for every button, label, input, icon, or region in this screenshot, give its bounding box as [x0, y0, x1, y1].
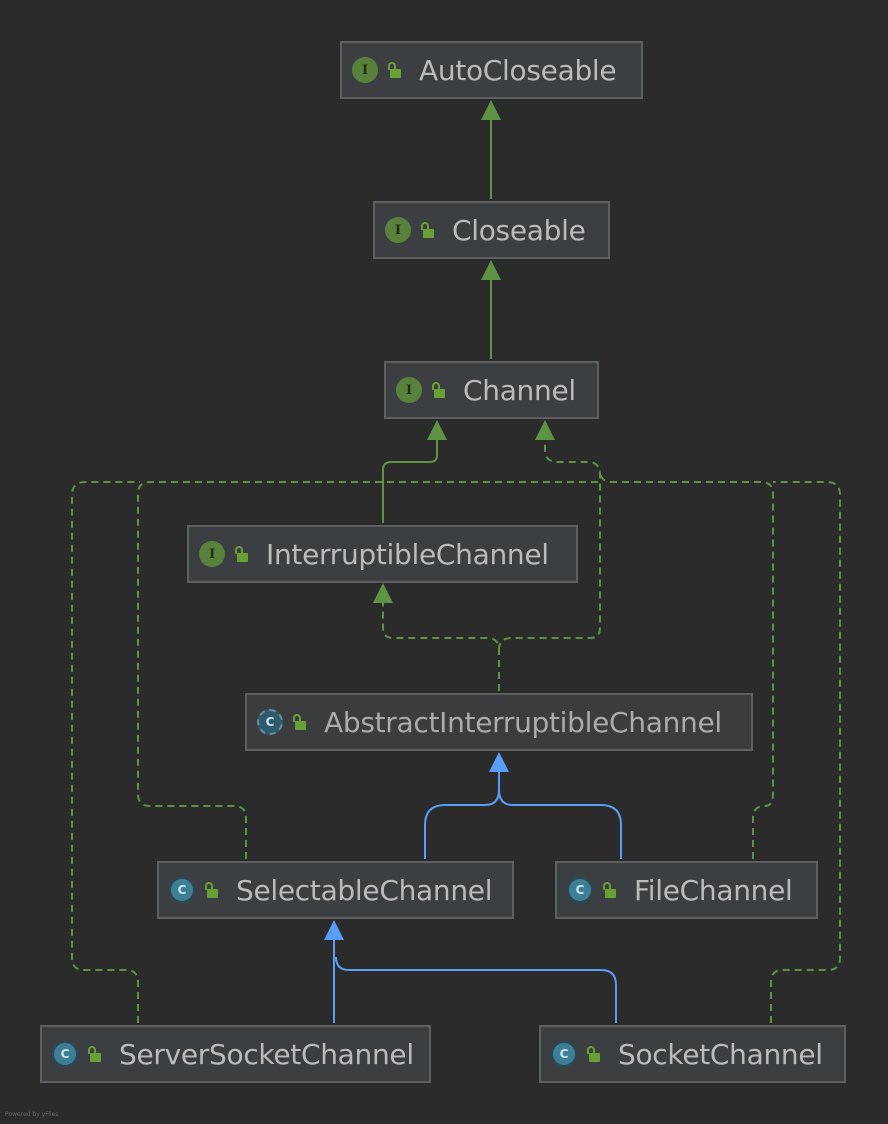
abstract-class-icon: C [257, 709, 283, 735]
node-abstractinterruptiblechannel[interactable]: C AbstractInterruptibleChannel [245, 693, 753, 751]
abstract-class-icon: C [567, 877, 593, 903]
node-channel[interactable]: I Channel [384, 361, 599, 419]
public-lock-icon [586, 1046, 600, 1062]
edge-filechannel-channel [599, 469, 774, 859]
node-label: AbstractInterruptibleChannel [324, 705, 722, 739]
edge-abstractinterruptible-interruptible [373, 583, 500, 691]
interface-icon: I [396, 377, 422, 403]
edge-serversocket-channel [71, 481, 140, 1023]
abstract-class-icon: C [169, 877, 195, 903]
node-label: AutoCloseable [419, 53, 617, 87]
public-lock-icon [292, 714, 306, 730]
node-interruptiblechannel[interactable]: I InterruptibleChannel [187, 525, 578, 583]
public-lock-icon [431, 382, 445, 398]
node-serversocketchannel[interactable]: C ServerSocketChannel [40, 1025, 431, 1083]
public-lock-icon [420, 222, 434, 238]
node-label: Channel [463, 373, 576, 407]
node-filechannel[interactable]: C FileChannel [555, 861, 818, 919]
public-lock-icon [602, 882, 616, 898]
edge-interruptible-channel [382, 420, 447, 523]
edge-selectable-abstractinterruptible [424, 752, 509, 859]
public-lock-icon [387, 62, 401, 78]
node-selectablechannel[interactable]: C SelectableChannel [157, 861, 514, 919]
edge-filechannel-abstractinterruptible [498, 789, 622, 859]
edge-abstractinterruptible-channel [498, 420, 601, 651]
edge-socket-channel [770, 481, 841, 1023]
edge-socket-selectable [335, 956, 617, 1023]
node-label: FileChannel [634, 873, 793, 907]
public-lock-icon [204, 882, 218, 898]
interface-icon: I [352, 57, 378, 83]
abstract-class-icon: C [52, 1041, 78, 1067]
powered-by-footer: Powered by yFiles [5, 1111, 59, 1118]
node-socketchannel[interactable]: C SocketChannel [539, 1025, 846, 1083]
node-label: ServerSocketChannel [119, 1037, 414, 1071]
node-label: InterruptibleChannel [266, 537, 549, 571]
public-lock-icon [87, 1046, 101, 1062]
interface-icon: I [199, 541, 225, 567]
public-lock-icon [234, 546, 248, 562]
node-autocloseable[interactable]: I AutoCloseable [340, 41, 643, 99]
node-label: SocketChannel [618, 1037, 823, 1071]
interface-icon: I [385, 217, 411, 243]
edge-selectable-channel [137, 481, 600, 859]
node-label: SelectableChannel [236, 873, 493, 907]
node-closeable[interactable]: I Closeable [373, 201, 610, 259]
node-label: Closeable [452, 213, 586, 247]
abstract-class-icon: C [551, 1041, 577, 1067]
